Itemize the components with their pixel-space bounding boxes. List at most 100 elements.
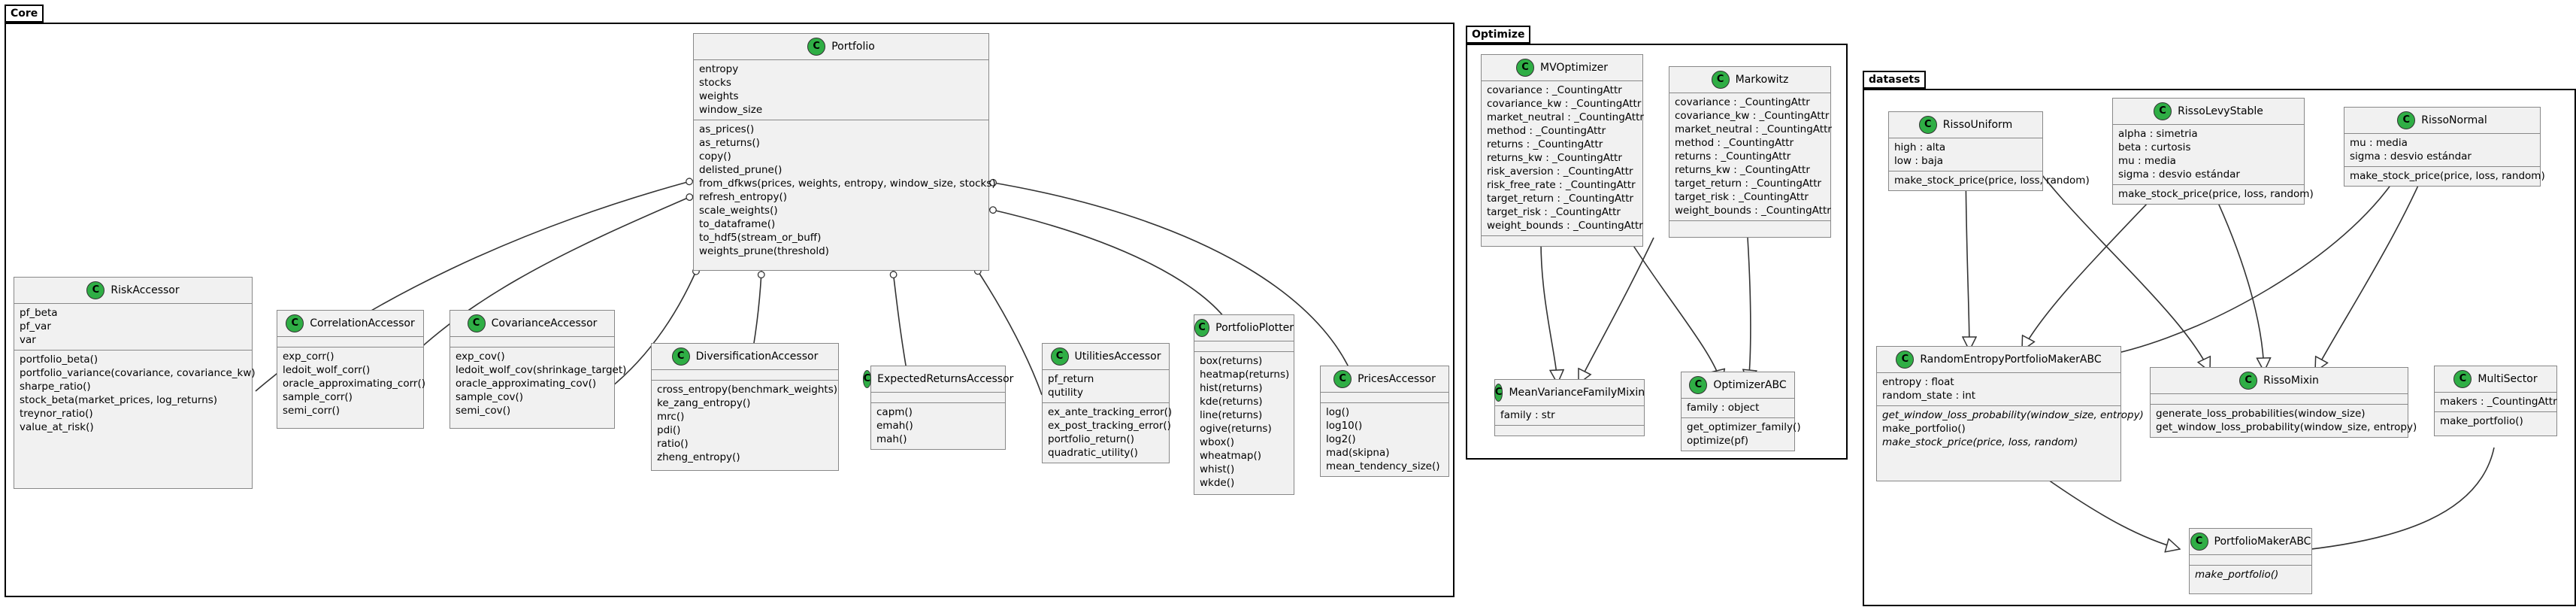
- class-c-icon: C: [671, 348, 690, 366]
- class-method: copy(): [699, 150, 731, 162]
- class-c-icon: C: [2154, 102, 2172, 120]
- class-methods: exp_corr()ledoit_wolf_corr()oracle_appro…: [277, 348, 425, 420]
- class-method: capm(): [876, 406, 913, 418]
- class-method: stock_beta(market_prices, log_returns): [20, 394, 218, 406]
- class-field: target_return : _CountingAttr: [1487, 193, 1634, 205]
- class-field: high : alta: [1894, 141, 1946, 153]
- class-name: RissoLevyStable: [2178, 105, 2263, 117]
- class-name: PortfolioMakerABC: [2214, 536, 2311, 548]
- class-field: target_risk : _CountingAttr: [1487, 206, 1621, 218]
- class-method: hist(returns): [1200, 382, 1263, 394]
- class-field: method : _CountingAttr: [1487, 125, 1606, 137]
- class-c-icon: C: [1896, 351, 1915, 369]
- class-c-icon: C: [2239, 372, 2258, 390]
- class-field: mu : media: [2118, 155, 2176, 167]
- class-c-icon: C: [862, 370, 872, 388]
- class-field: family : str: [1500, 409, 1555, 421]
- class-methods: portfolio_beta()portfolio_variance(covar…: [14, 351, 256, 437]
- class-method: refresh_entropy(): [699, 191, 787, 203]
- class-field: var: [20, 334, 36, 346]
- class-method: delisted_prune(): [699, 164, 782, 176]
- class-methods: get_optimizer_family()optimize(pf): [1682, 418, 1801, 451]
- edge-markowitz-meanvariance: [1579, 237, 1654, 384]
- class-methods: exp_cov()ledoit_wolf_cov(shrinkage_targe…: [450, 348, 626, 420]
- class-c-icon: C: [1494, 384, 1503, 402]
- class-name: OptimizerABC: [1713, 379, 1787, 391]
- class-field: qutility: [1048, 387, 1083, 399]
- class-field: target_return : _CountingAttr: [1675, 178, 1822, 190]
- class-method: from_dfkws(prices, weights, entropy, win…: [699, 178, 996, 190]
- edge-mvoptimizer-meanvariance: [1540, 241, 1557, 384]
- class-methods: make_portfolio(): [2190, 566, 2311, 584]
- class-method: mad(skipna): [1326, 447, 1390, 459]
- class-field: risk_free_rate : _CountingAttr: [1487, 179, 1636, 191]
- class-method: ex_post_tracking_error(): [1048, 420, 1171, 432]
- class-method: heatmap(returns): [1200, 369, 1290, 381]
- class-c-icon: C: [1689, 376, 1708, 394]
- class-method: to_hdf5(stream_or_buff): [699, 232, 822, 244]
- edge-mvoptimizer-optimizerabc: [1630, 241, 1721, 384]
- class-c-icon: C: [86, 281, 105, 299]
- class-name: ExpectedReturnsAccessor: [877, 373, 1014, 385]
- class-methods: as_prices()as_returns()copy()delisted_pr…: [694, 120, 996, 261]
- class-methods: make_portfolio(): [2435, 412, 2556, 431]
- class-method: wheatmap(): [1200, 450, 1261, 462]
- edge-uniform-rissomixin: [2021, 147, 2210, 372]
- class-name: RiskAccessor: [110, 284, 180, 296]
- class-name: CovarianceAccessor: [491, 317, 598, 329]
- class-method: log2(): [1326, 433, 1356, 445]
- class-field: stocks: [699, 77, 731, 89]
- class-fields: [652, 370, 838, 381]
- class-method: ex_ante_tracking_error(): [1048, 406, 1173, 418]
- class-method: pdi(): [657, 424, 681, 436]
- class-name: MultiSector: [2478, 373, 2538, 385]
- edge-normal-randomentropy: [2075, 144, 2414, 360]
- class-method: make_stock_price(price, loss, random): [2350, 170, 2545, 182]
- class-field: random_state : int: [1882, 390, 1976, 402]
- class-method: line(returns): [1200, 409, 1263, 421]
- class-method: sample_cov(): [456, 391, 524, 403]
- class-methods: make_stock_price(price, loss, random): [1889, 171, 2090, 190]
- class-method: portfolio_variance(covariance, covarianc…: [20, 367, 256, 379]
- class-method: ogive(returns): [1200, 423, 1272, 435]
- class-name: RissoNormal: [2421, 114, 2487, 126]
- class-c-icon: C: [1333, 370, 1352, 388]
- package-tab-optimize: Optimize: [1466, 26, 1531, 44]
- edge-portfolio-utilities: [973, 267, 1043, 396]
- class-method: make_stock_price(price, loss, random): [1894, 175, 2090, 187]
- class-name: CorrelationAccessor: [310, 317, 415, 329]
- class-methods: ex_ante_tracking_error() ex_post_tracking…: [1043, 403, 1173, 463]
- class-header: C ExpectedReturnsAccessor: [862, 366, 1013, 393]
- class-method: zheng_entropy(): [657, 451, 740, 463]
- class-name: RissoUniform: [1942, 119, 2013, 131]
- class-method: treynor_ratio(): [20, 408, 93, 420]
- class-method: as_returns(): [699, 137, 760, 149]
- class-field: pf_beta: [20, 307, 58, 319]
